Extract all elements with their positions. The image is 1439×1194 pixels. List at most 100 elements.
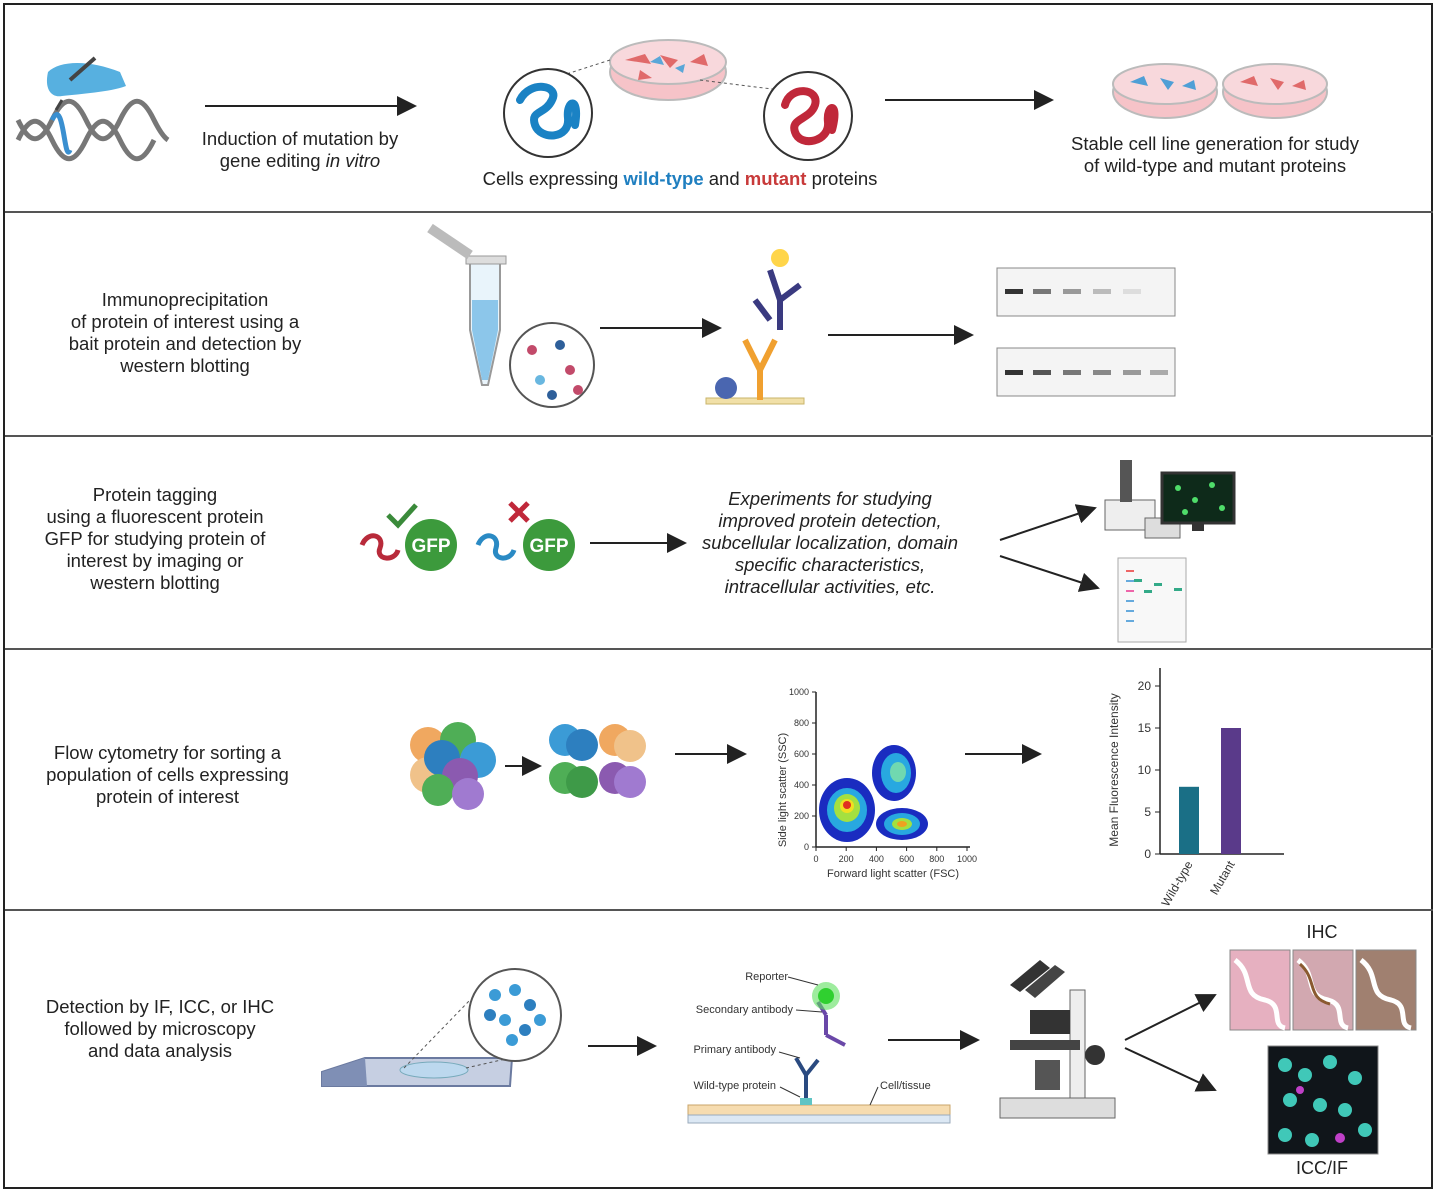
scatter-xtick-label: 0 xyxy=(813,854,818,864)
exp-line-4: specific characteristics, xyxy=(734,554,926,575)
ip-line-4: western blotting xyxy=(120,355,250,376)
microscope-icon xyxy=(999,960,1116,1119)
bar-category-label: Wild-type xyxy=(1158,858,1195,909)
scatter-xtick-label: 400 xyxy=(869,854,884,864)
scatter-ytick-label: 600 xyxy=(794,749,809,759)
primary-antibody-label: Primary antibody xyxy=(693,1044,776,1056)
induction-line-1: Induction of mutation by xyxy=(201,128,399,149)
stable-dishes-icon xyxy=(1112,63,1328,119)
antibody-bead-icon xyxy=(705,249,805,405)
wildtype-word: wild-type xyxy=(623,168,704,189)
population-1 xyxy=(819,778,875,842)
cells-text-a: Cells expressing xyxy=(482,168,624,189)
bar-ytick-label: 5 xyxy=(1144,805,1151,819)
ip-caption: Immunoprecipitation of protein of intere… xyxy=(40,289,330,377)
cell-tissue-label: Cell/tissue xyxy=(880,1080,931,1092)
slide-icon xyxy=(321,999,546,1087)
cells-text-b: and xyxy=(703,168,745,189)
stable-line-2: of wild-type and mutant proteins xyxy=(1083,155,1347,176)
arrow-13 xyxy=(1124,994,1217,1041)
bar-ytick-label: 10 xyxy=(1138,763,1152,777)
western-blot-icon xyxy=(996,267,1176,397)
gfp-mutant-icon xyxy=(475,501,575,571)
exp-line-2: improved protein detection, xyxy=(718,510,942,531)
scatter-xtick-label: 600 xyxy=(899,854,914,864)
cells-zoom-icon xyxy=(468,968,562,1062)
detect-line-2: followed by microscopy xyxy=(64,1018,256,1039)
gel-blot-icon xyxy=(1117,557,1187,643)
fluorescence-microscope-icon xyxy=(1104,460,1236,539)
scatter-xtick-label: 800 xyxy=(929,854,944,864)
arrow-6 xyxy=(999,504,1097,541)
mutant-word: mutant xyxy=(744,168,807,189)
detection-caption: Detection by IF, ICC, or IHC followed by… xyxy=(25,996,295,1062)
cells-text-c: proteins xyxy=(806,168,878,189)
mixed-cells-icon xyxy=(410,722,496,810)
immuno-detection-icon xyxy=(687,976,951,1124)
induction-caption: Induction of mutation by gene editing in… xyxy=(180,128,420,172)
tag-line-4: interest by imaging or xyxy=(66,550,244,571)
scatter-xtick-label: 200 xyxy=(839,854,854,864)
population-3 xyxy=(876,808,928,840)
figure-frame xyxy=(3,3,1433,1189)
tagging-caption: Protein tagging using a fluorescent prot… xyxy=(25,484,285,594)
scatter-ytick-label: 0 xyxy=(804,842,809,852)
reporter-label: Reporter xyxy=(745,971,788,983)
tag-line-5: western blotting xyxy=(90,572,220,593)
exp-line-3: subcellular localization, domain xyxy=(701,532,959,553)
ihc-label: IHC xyxy=(1307,922,1338,942)
flow-line-1: Flow cytometry for sorting a xyxy=(53,742,282,763)
stable-caption: Stable cell line generation for study of… xyxy=(1040,133,1390,177)
arrow-7 xyxy=(999,555,1100,592)
sorted-cells-icon xyxy=(549,724,646,798)
exp-line-5: intracellular activities, etc. xyxy=(724,576,936,597)
divider-4 xyxy=(5,909,1433,911)
secondary-antibody-label: Secondary antibody xyxy=(696,1004,794,1016)
ip-zoom-icon xyxy=(509,322,595,408)
population-2 xyxy=(872,745,916,801)
scatter-ytick-label: 200 xyxy=(794,811,809,821)
bar-chart: Mean Fluorescence Intensity 05101520Wild… xyxy=(1107,668,1284,909)
experiments-caption: Experiments for studying improved protei… xyxy=(680,488,980,598)
bar-ytick-label: 15 xyxy=(1138,721,1152,735)
divider-1 xyxy=(5,211,1433,213)
scatter-ytick-label: 400 xyxy=(794,780,809,790)
cells-caption: Cells expressing wild-type and mutant pr… xyxy=(440,168,920,190)
ip-line-1: Immunoprecipitation xyxy=(101,289,269,310)
arrow-14 xyxy=(1124,1047,1217,1092)
wildtype-protein-icon xyxy=(503,68,593,158)
iccif-label: ICC/IF xyxy=(1296,1158,1348,1178)
flow-line-3: protein of interest xyxy=(96,786,239,807)
tube-icon xyxy=(427,223,507,386)
scatter-ytick-label: 1000 xyxy=(789,687,809,697)
divider-3 xyxy=(5,648,1433,650)
tag-line-3: GFP for studying protein of xyxy=(44,528,266,549)
induction-italic: in vitro xyxy=(325,150,381,171)
detect-line-1: Detection by IF, ICC, or IHC xyxy=(45,996,275,1017)
mutant-protein-icon xyxy=(763,71,853,161)
scatter-xlabel: Forward light scatter (FSC) xyxy=(827,868,959,880)
gfp-label-1: GFP xyxy=(411,536,450,557)
flow-line-2: population of cells expressing xyxy=(46,764,289,785)
bar-wild-type xyxy=(1179,786,1199,854)
bar-category-label: Mutant xyxy=(1207,858,1238,897)
detect-line-3: and data analysis xyxy=(88,1040,232,1061)
bar-ylabel: Mean Fluorescence Intensity xyxy=(1107,693,1121,846)
ip-line-3: bait protein and detection by xyxy=(68,333,302,354)
scatter-xtick-label: 1000 xyxy=(957,854,977,864)
ip-line-2: of protein of interest using a xyxy=(70,311,300,332)
tag-line-1: Protein tagging xyxy=(92,484,218,505)
flow-caption: Flow cytometry for sorting a population … xyxy=(20,742,315,808)
bar-mutant xyxy=(1221,728,1241,854)
dna-hand-icon xyxy=(15,56,170,162)
tag-line-2: using a fluorescent protein xyxy=(46,506,264,527)
gfp-label-2: GFP xyxy=(529,536,568,557)
bar-ytick-label: 0 xyxy=(1144,847,1151,861)
scatter-ylabel: Side light scatter (SSC) xyxy=(777,733,789,847)
induction-text: gene editing xyxy=(219,150,326,171)
gfp-wildtype-icon xyxy=(359,503,457,571)
stable-line-1: Stable cell line generation for study xyxy=(1071,133,1359,154)
